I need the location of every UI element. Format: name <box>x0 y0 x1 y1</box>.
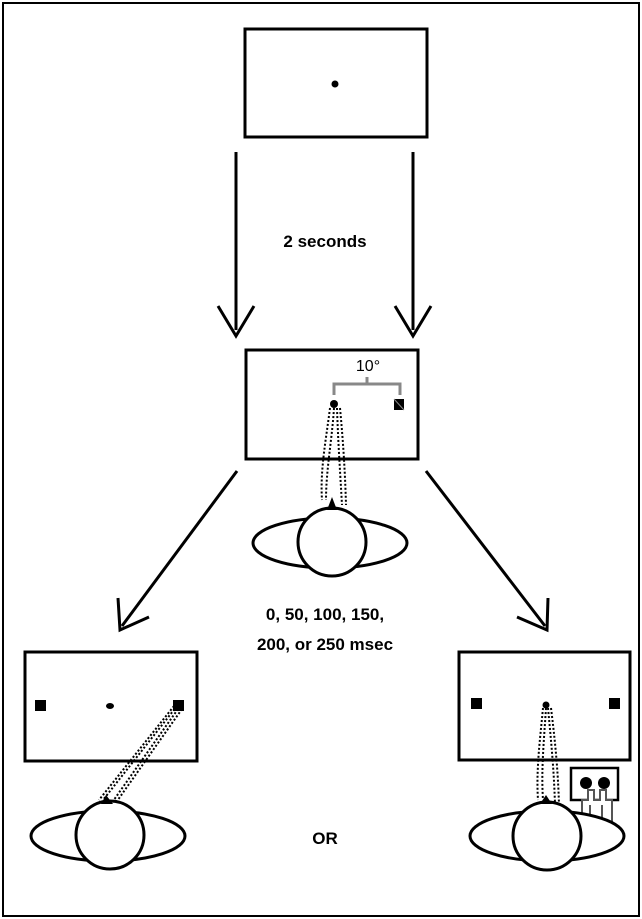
observer-nose-left <box>101 795 113 804</box>
observer-right <box>468 795 626 872</box>
manual-response-screen <box>457 650 632 762</box>
button-left <box>580 777 592 789</box>
branch-arrowhead-left <box>116 597 150 633</box>
branch-arrowhead-right <box>516 597 550 633</box>
manual-gaze-path <box>536 707 560 806</box>
soa-label-line2: 200, or 250 msec <box>257 635 393 654</box>
or-label: OR <box>312 829 338 848</box>
branch-arrows <box>116 470 550 633</box>
delay-arrowhead-left <box>216 305 256 339</box>
target-onset-screen: 10° <box>244 348 420 461</box>
delay-arrows <box>216 152 433 339</box>
angle-label: 10° <box>356 358 380 375</box>
branch-arrow-right <box>424 470 547 627</box>
observer-nose <box>327 497 337 510</box>
saccade-gaze-path <box>98 705 183 805</box>
fixation-screen-frame <box>243 27 429 139</box>
middle-gaze-path <box>320 407 347 506</box>
delay-arrowhead-right <box>393 305 433 339</box>
fixation-dot <box>331 80 339 88</box>
soa-label-line1: 0, 50, 100, 150, <box>266 605 384 624</box>
target-square-right-b <box>609 698 620 709</box>
observer-head-left <box>74 799 146 871</box>
button-right <box>598 777 610 789</box>
observer-middle <box>251 497 409 578</box>
observer-head <box>296 506 368 578</box>
observer-head-right <box>511 800 583 872</box>
target-square-right <box>173 700 184 711</box>
branch-arrow-left <box>120 470 239 627</box>
fixation-dot-right <box>542 701 550 709</box>
delay-label: 2 seconds <box>283 232 366 251</box>
fixation-dot-left <box>106 703 114 709</box>
fixation-dot-middle <box>330 400 338 408</box>
saccade-screen <box>23 650 199 763</box>
target-square-left <box>35 700 46 711</box>
target-square-left-b <box>471 698 482 709</box>
target-square-texture <box>393 398 405 411</box>
fixation-screen <box>243 27 429 139</box>
observer-left <box>29 795 187 871</box>
observer-nose-right <box>540 795 552 804</box>
